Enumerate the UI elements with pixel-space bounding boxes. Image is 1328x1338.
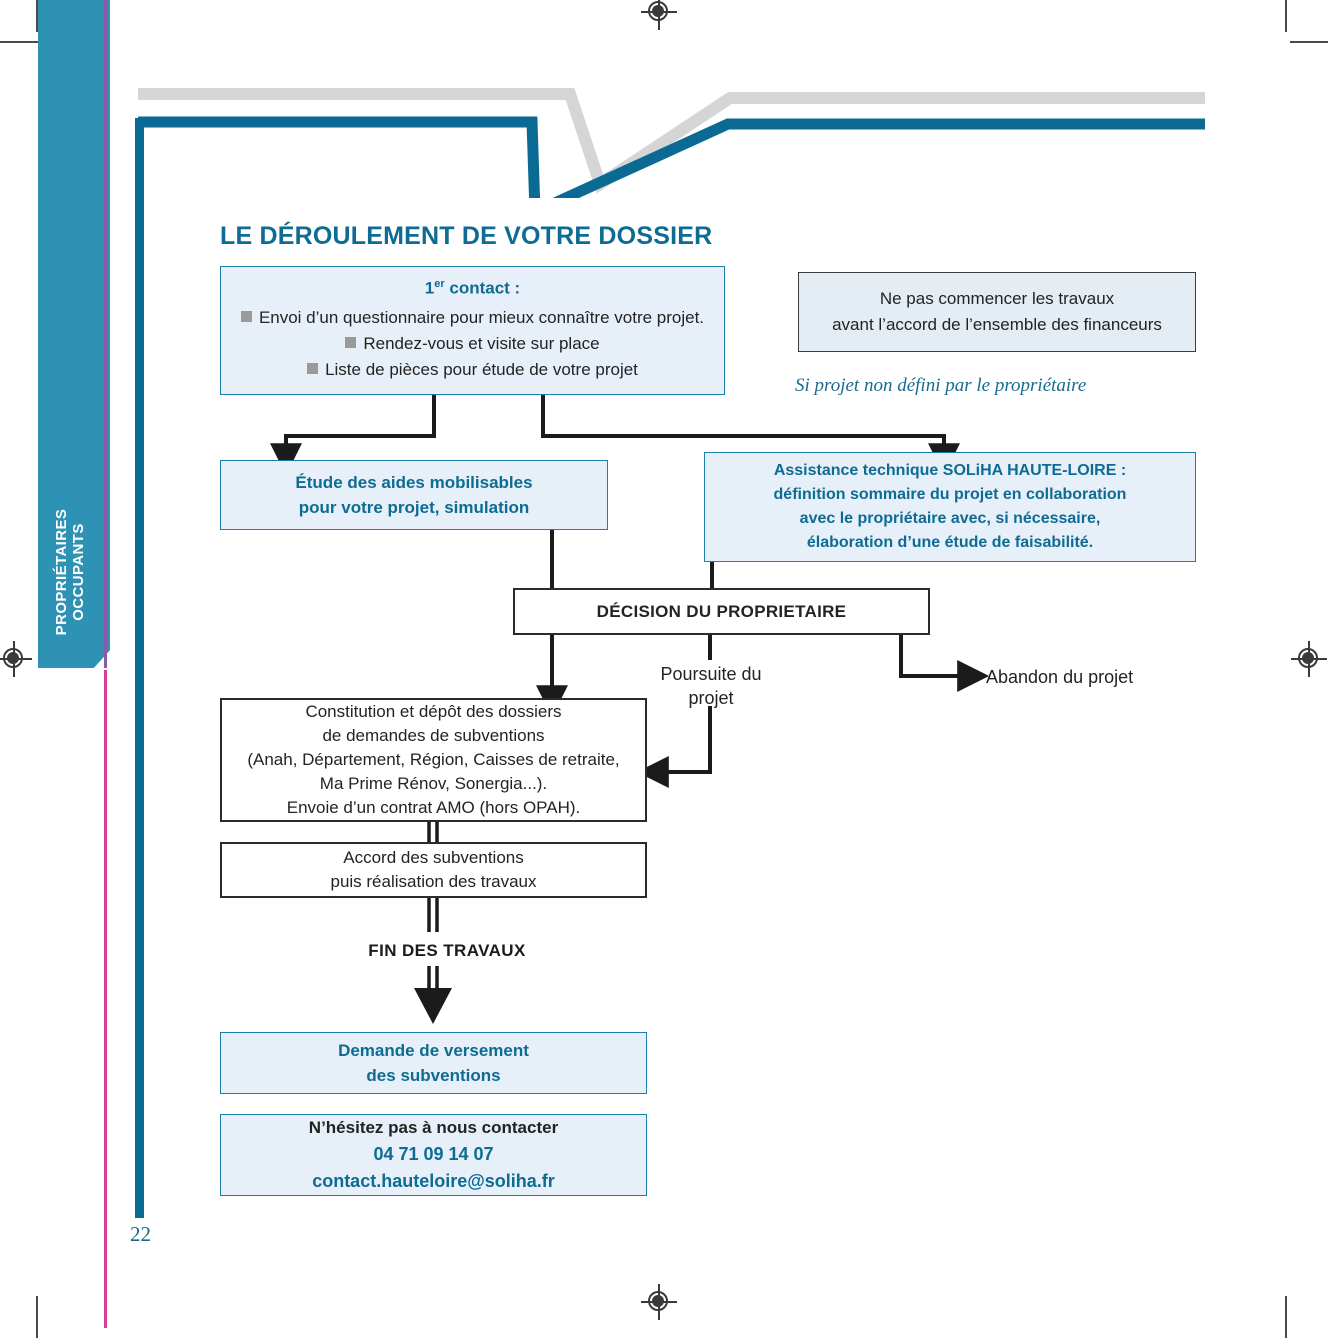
study-box: Étude des aides mobilisables pour votre … xyxy=(220,460,608,530)
registration-mark-bottom xyxy=(641,1284,677,1320)
page-number: 22 xyxy=(130,1222,151,1246)
contact-line-1: N’hésitez pas à nous contacter xyxy=(308,1118,559,1137)
branch-continue-line-1: Poursuite du xyxy=(660,664,762,684)
constitution-box: Constitution et dépôt des dossiers de de… xyxy=(220,698,647,822)
constitution-line-1: Constitution et dépôt des dossiers xyxy=(305,702,562,721)
italic-note: Si projet non défini par le propriétaire xyxy=(795,375,1087,396)
study-line-1: Étude des aides mobilisables xyxy=(295,473,533,492)
bullet-square-icon xyxy=(307,363,319,375)
crop-mark-bottom-left-vertical xyxy=(36,1296,38,1338)
contact-email[interactable]: contact.hauteloire@soliha.fr xyxy=(312,1171,555,1191)
contact-phone[interactable]: 04 71 09 14 07 xyxy=(373,1144,494,1164)
side-rule-magenta xyxy=(104,660,107,1328)
constitution-line-3: (Anah, Département, Région, Caisses de r… xyxy=(247,750,620,769)
accord-line-2: puis réalisation des travaux xyxy=(330,872,537,891)
first-contact-item-2-text: Rendez-vous et visite sur place xyxy=(363,334,600,354)
first-contact-item-1: Envoi d’un questionnaire pour mieux conn… xyxy=(240,305,705,331)
registration-mark-top xyxy=(641,0,677,30)
crop-mark-right-top-horizontal xyxy=(1290,41,1328,43)
bullet-square-icon xyxy=(345,337,357,349)
assistance-box: Assistance technique SOLiHA HAUTE-LOIRE … xyxy=(704,452,1196,562)
side-tab-label: PROPRIÉTAIRES OCCUPANTS xyxy=(53,508,87,636)
accord-box: Accord des subventions puis réalisation … xyxy=(220,842,647,898)
branch-abandon-label: Abandon du projet xyxy=(986,667,1134,687)
assistance-line-2: définition sommaire du projet en collabo… xyxy=(773,486,1127,503)
first-contact-heading-sup: er xyxy=(434,277,445,290)
assistance-line-1: Assistance technique SOLiHA HAUTE-LOIRE … xyxy=(773,462,1127,479)
first-contact-heading-number: 1 xyxy=(424,278,435,298)
study-line-2: pour votre projet, simulation xyxy=(298,498,530,517)
first-contact-box: 1er contact : Envoi d’un questionnaire p… xyxy=(220,266,725,395)
bullet-square-icon xyxy=(240,311,252,323)
header-zigzag-ornament xyxy=(138,88,1205,198)
warning-line-2: avant l’accord de l’ensemble des finance… xyxy=(832,315,1162,334)
branch-continue-label: Poursuite du projet xyxy=(645,662,777,710)
first-contact-item-3: Liste de pièces pour étude de votre proj… xyxy=(307,357,638,383)
constitution-line-2: de demandes de subventions xyxy=(322,726,545,745)
crop-mark-bottom-right-vertical xyxy=(1285,1296,1287,1338)
first-contact-item-1-text: Envoi d’un questionnaire pour mieux conn… xyxy=(258,308,705,328)
assistance-line-4: élaboration d’une étude de faisabilité. xyxy=(806,534,1094,551)
first-contact-item-2: Rendez-vous et visite sur place xyxy=(345,331,600,357)
crop-mark-top-left-vertical xyxy=(36,0,38,32)
warning-line-1: Ne pas commencer les travaux xyxy=(879,289,1115,308)
registration-mark-right xyxy=(1291,641,1327,677)
first-contact-heading-rest: contact : xyxy=(444,278,521,298)
assistance-line-3: avec le propriétaire avec, si nécessaire… xyxy=(799,510,1101,527)
versement-line-1: Demande de versement xyxy=(338,1041,529,1060)
crop-mark-top-right-vertical xyxy=(1285,0,1287,32)
first-contact-item-3-text: Liste de pièces pour étude de votre proj… xyxy=(325,360,638,380)
crop-mark-left-top-horizontal xyxy=(0,41,38,43)
side-rule-purple xyxy=(104,0,107,668)
registration-mark-left xyxy=(0,641,32,677)
first-contact-heading: 1er contact : xyxy=(425,278,520,299)
branch-continue-line-2: projet xyxy=(688,688,734,708)
left-blue-spine xyxy=(135,118,144,1218)
versement-box: Demande de versement des subventions xyxy=(220,1032,647,1094)
fin-travaux-label: FIN DES TRAVAUX xyxy=(368,941,526,960)
accord-line-1: Accord des subventions xyxy=(343,848,524,867)
page-title: LE DÉROULEMENT DE VOTRE DOSSIER xyxy=(220,222,713,250)
warning-box: Ne pas commencer les travaux avant l’acc… xyxy=(798,272,1196,352)
side-tab-band xyxy=(38,0,110,668)
contact-box: N’hésitez pas à nous contacter 04 71 09 … xyxy=(220,1114,647,1196)
constitution-line-5: Envoie d’un contrat AMO (hors OPAH). xyxy=(286,798,581,817)
decision-label: DÉCISION DU PROPRIETAIRE xyxy=(596,601,847,621)
versement-line-2: des subventions xyxy=(366,1066,501,1085)
constitution-line-4: Ma Prime Rénov, Sonergia...). xyxy=(319,774,548,793)
decision-box: DÉCISION DU PROPRIETAIRE xyxy=(513,588,930,635)
